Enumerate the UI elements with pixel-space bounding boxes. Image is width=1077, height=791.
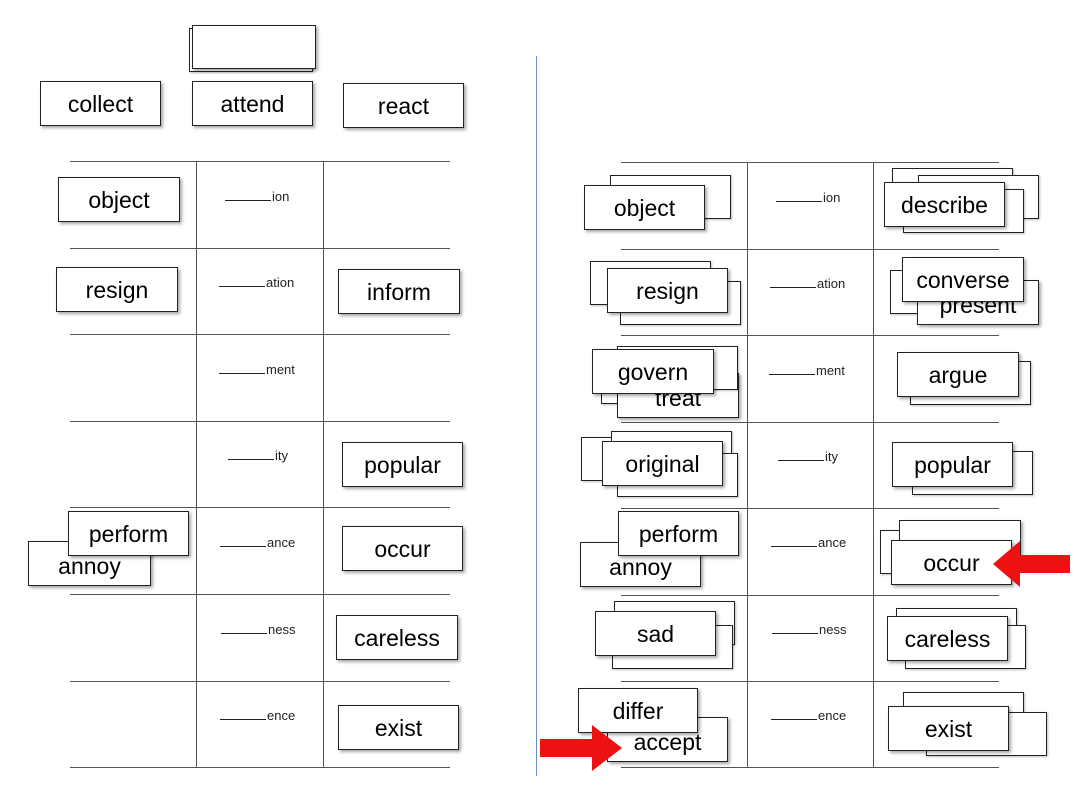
left-suffix-ness: ness [221, 622, 295, 637]
card-perform[interactable]: perform [68, 511, 189, 556]
red-arrow-right-icon [540, 725, 622, 771]
card-careless-right[interactable]: careless [887, 616, 1008, 661]
card-describe[interactable]: describe [884, 182, 1005, 227]
card-sad[interactable]: sad [595, 611, 716, 656]
card-careless[interactable]: careless [336, 615, 458, 660]
card-differ[interactable]: differ [578, 688, 698, 733]
right-suffix-ity: ity [778, 449, 838, 464]
card-converse[interactable]: converse [902, 257, 1024, 302]
card-resign-right[interactable]: resign [607, 268, 728, 313]
card-accept[interactable]: accept [607, 717, 728, 762]
card-perform-right[interactable]: perform [618, 511, 739, 556]
card-object[interactable]: object [58, 177, 180, 222]
card-exist[interactable]: exist [338, 705, 459, 750]
card-govern[interactable]: govern [592, 349, 714, 394]
panel-divider [536, 56, 537, 776]
right-suffix-ence: ence [771, 708, 846, 723]
card-attend[interactable]: attend [192, 81, 313, 126]
card-occur-right[interactable]: occur [891, 540, 1012, 585]
arrow-right-shape [540, 725, 622, 771]
left-suffix-ance: ance [220, 535, 295, 550]
card-annoy-right[interactable]: annoy [580, 542, 701, 587]
card-inform[interactable]: inform [338, 269, 460, 314]
left-suffix-ment: ment [219, 362, 295, 377]
right-suffix-ion: ion [776, 190, 840, 205]
card-original[interactable]: original [602, 441, 723, 486]
card-popular-right[interactable]: popular [892, 442, 1013, 487]
card-object-right[interactable]: object [584, 185, 705, 230]
card-popular[interactable]: popular [342, 442, 463, 487]
card-occur[interactable]: occur [342, 526, 463, 571]
right-suffix-ance: ance [771, 535, 846, 550]
card-react[interactable]: react [343, 83, 464, 128]
card-exist-right[interactable]: exist [888, 706, 1009, 751]
arrow-left-shape [993, 541, 1070, 587]
left-suffix-ion: ion [225, 189, 289, 204]
left-suffix-ence: ence [220, 708, 295, 723]
card-resign[interactable]: resign [56, 267, 178, 312]
right-suffix-ation: ation [770, 276, 845, 291]
empty-card[interactable] [192, 25, 316, 69]
left-suffix-ity: ity [228, 448, 288, 463]
card-argue[interactable]: argue [897, 352, 1019, 397]
right-suffix-ness: ness [772, 622, 846, 637]
left-suffix-ation: ation [219, 275, 294, 290]
red-arrow-left-icon [993, 541, 1070, 587]
card-collect[interactable]: collect [40, 81, 161, 126]
right-suffix-ment: ment [769, 363, 845, 378]
